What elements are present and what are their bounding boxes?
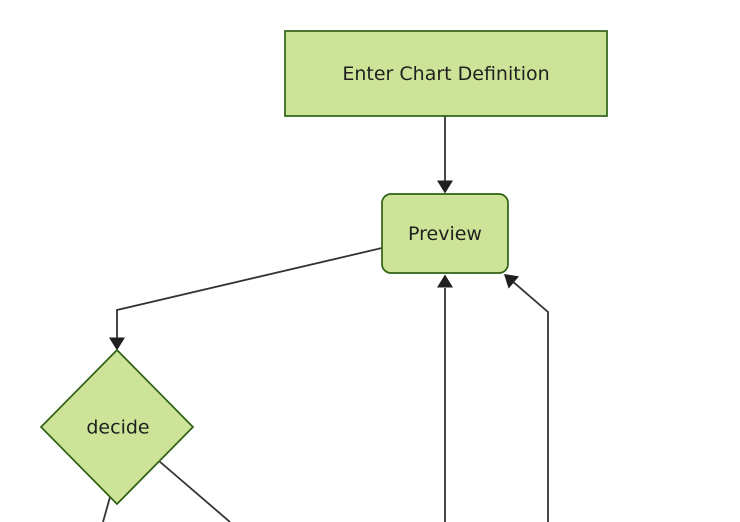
edge-line (102, 496, 111, 522)
rectangle-shape (284, 30, 608, 117)
node-label: Enter Chart Definition (342, 63, 549, 85)
node-decide: decide (39, 348, 195, 506)
arrowhead-up-icon (437, 274, 453, 288)
diamond-shape (39, 348, 195, 506)
arrowhead-up-left-icon (504, 274, 519, 289)
edge-decide-to-offscreen-left (102, 496, 111, 522)
edge-preview-to-decide (109, 247, 383, 351)
node-enter-chart-definition: Enter Chart Definition (284, 30, 608, 117)
arrowhead-down-icon (437, 180, 453, 194)
node-preview: Preview (381, 193, 509, 274)
edge-offscreen-right-to-preview (504, 274, 549, 522)
edge-line (512, 281, 549, 522)
edge-line (158, 460, 231, 522)
edge-definition-to-preview (437, 116, 453, 194)
edge-offscreen-center-to-preview (437, 274, 453, 522)
arrowhead-down-icon (109, 337, 125, 351)
edge-decide-to-offscreen-right (158, 460, 231, 522)
node-label: Preview (408, 223, 482, 245)
rounded-rectangle-shape (381, 193, 509, 274)
edge-line (116, 247, 383, 338)
node-label: decide (86, 417, 149, 439)
